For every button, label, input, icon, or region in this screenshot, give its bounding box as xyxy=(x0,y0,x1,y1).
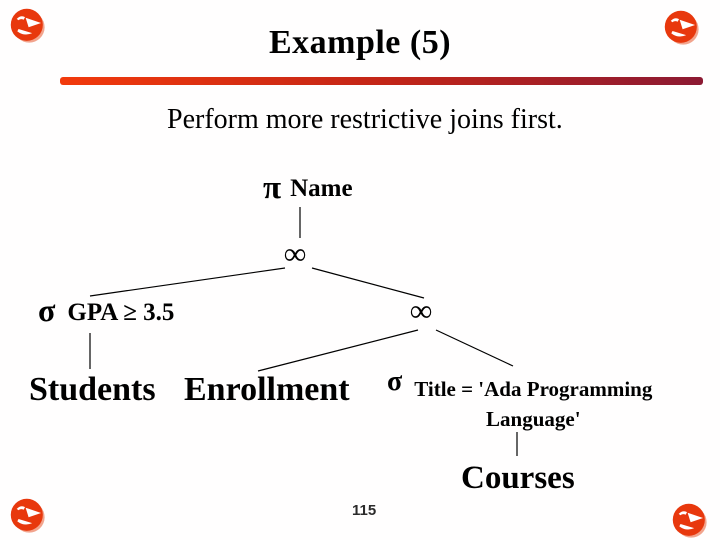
selection-gpa-condition-label: GPA ≥ 3.5 xyxy=(67,299,175,326)
selection-title-node: σ Title = 'Ada Programming Language' xyxy=(387,368,652,435)
selection-title-condition-label: Title = 'Ada Programming Language' xyxy=(414,368,652,435)
pi-operator-symbol: π xyxy=(263,170,282,206)
relation-courses: Courses xyxy=(461,460,575,496)
selection-gpa-node: σ GPA ≥ 3.5 xyxy=(38,294,174,327)
orange-swirl-logo-icon xyxy=(664,10,699,45)
join-operator-symbol: ∞ xyxy=(284,236,307,271)
selection-title-condition-line1: Title = 'Ada Programming xyxy=(414,377,653,401)
relation-enrollment: Enrollment xyxy=(184,371,350,408)
projection-attribute-label: Name xyxy=(290,175,353,202)
edge-inner-join-to-selection-title xyxy=(435,329,514,367)
edge-join-to-selection-gpa xyxy=(89,267,286,297)
sigma-operator-symbol: σ xyxy=(38,292,56,328)
edge-join-to-inner-join xyxy=(311,267,425,299)
slide-subtitle: Perform more restrictive joins first. xyxy=(167,104,563,135)
orange-swirl-logo-icon xyxy=(10,8,45,43)
projection-node: π Name xyxy=(263,172,353,205)
inner-join-node: ∞ xyxy=(410,295,432,326)
join-operator-symbol: ∞ xyxy=(410,293,433,328)
orange-swirl-logo-icon xyxy=(672,503,707,538)
top-join-node: ∞ xyxy=(284,238,306,269)
edge-inner-join-to-enrollment xyxy=(257,329,419,372)
title-underline-bar xyxy=(60,77,703,85)
relation-students: Students xyxy=(29,371,156,408)
orange-swirl-logo-icon xyxy=(10,498,45,533)
selection-title-condition-line2: Language' xyxy=(486,407,581,432)
page-number: 115 xyxy=(352,502,377,519)
slide-title: Example (5) xyxy=(268,24,452,61)
sigma-operator-symbol: σ xyxy=(387,366,403,397)
